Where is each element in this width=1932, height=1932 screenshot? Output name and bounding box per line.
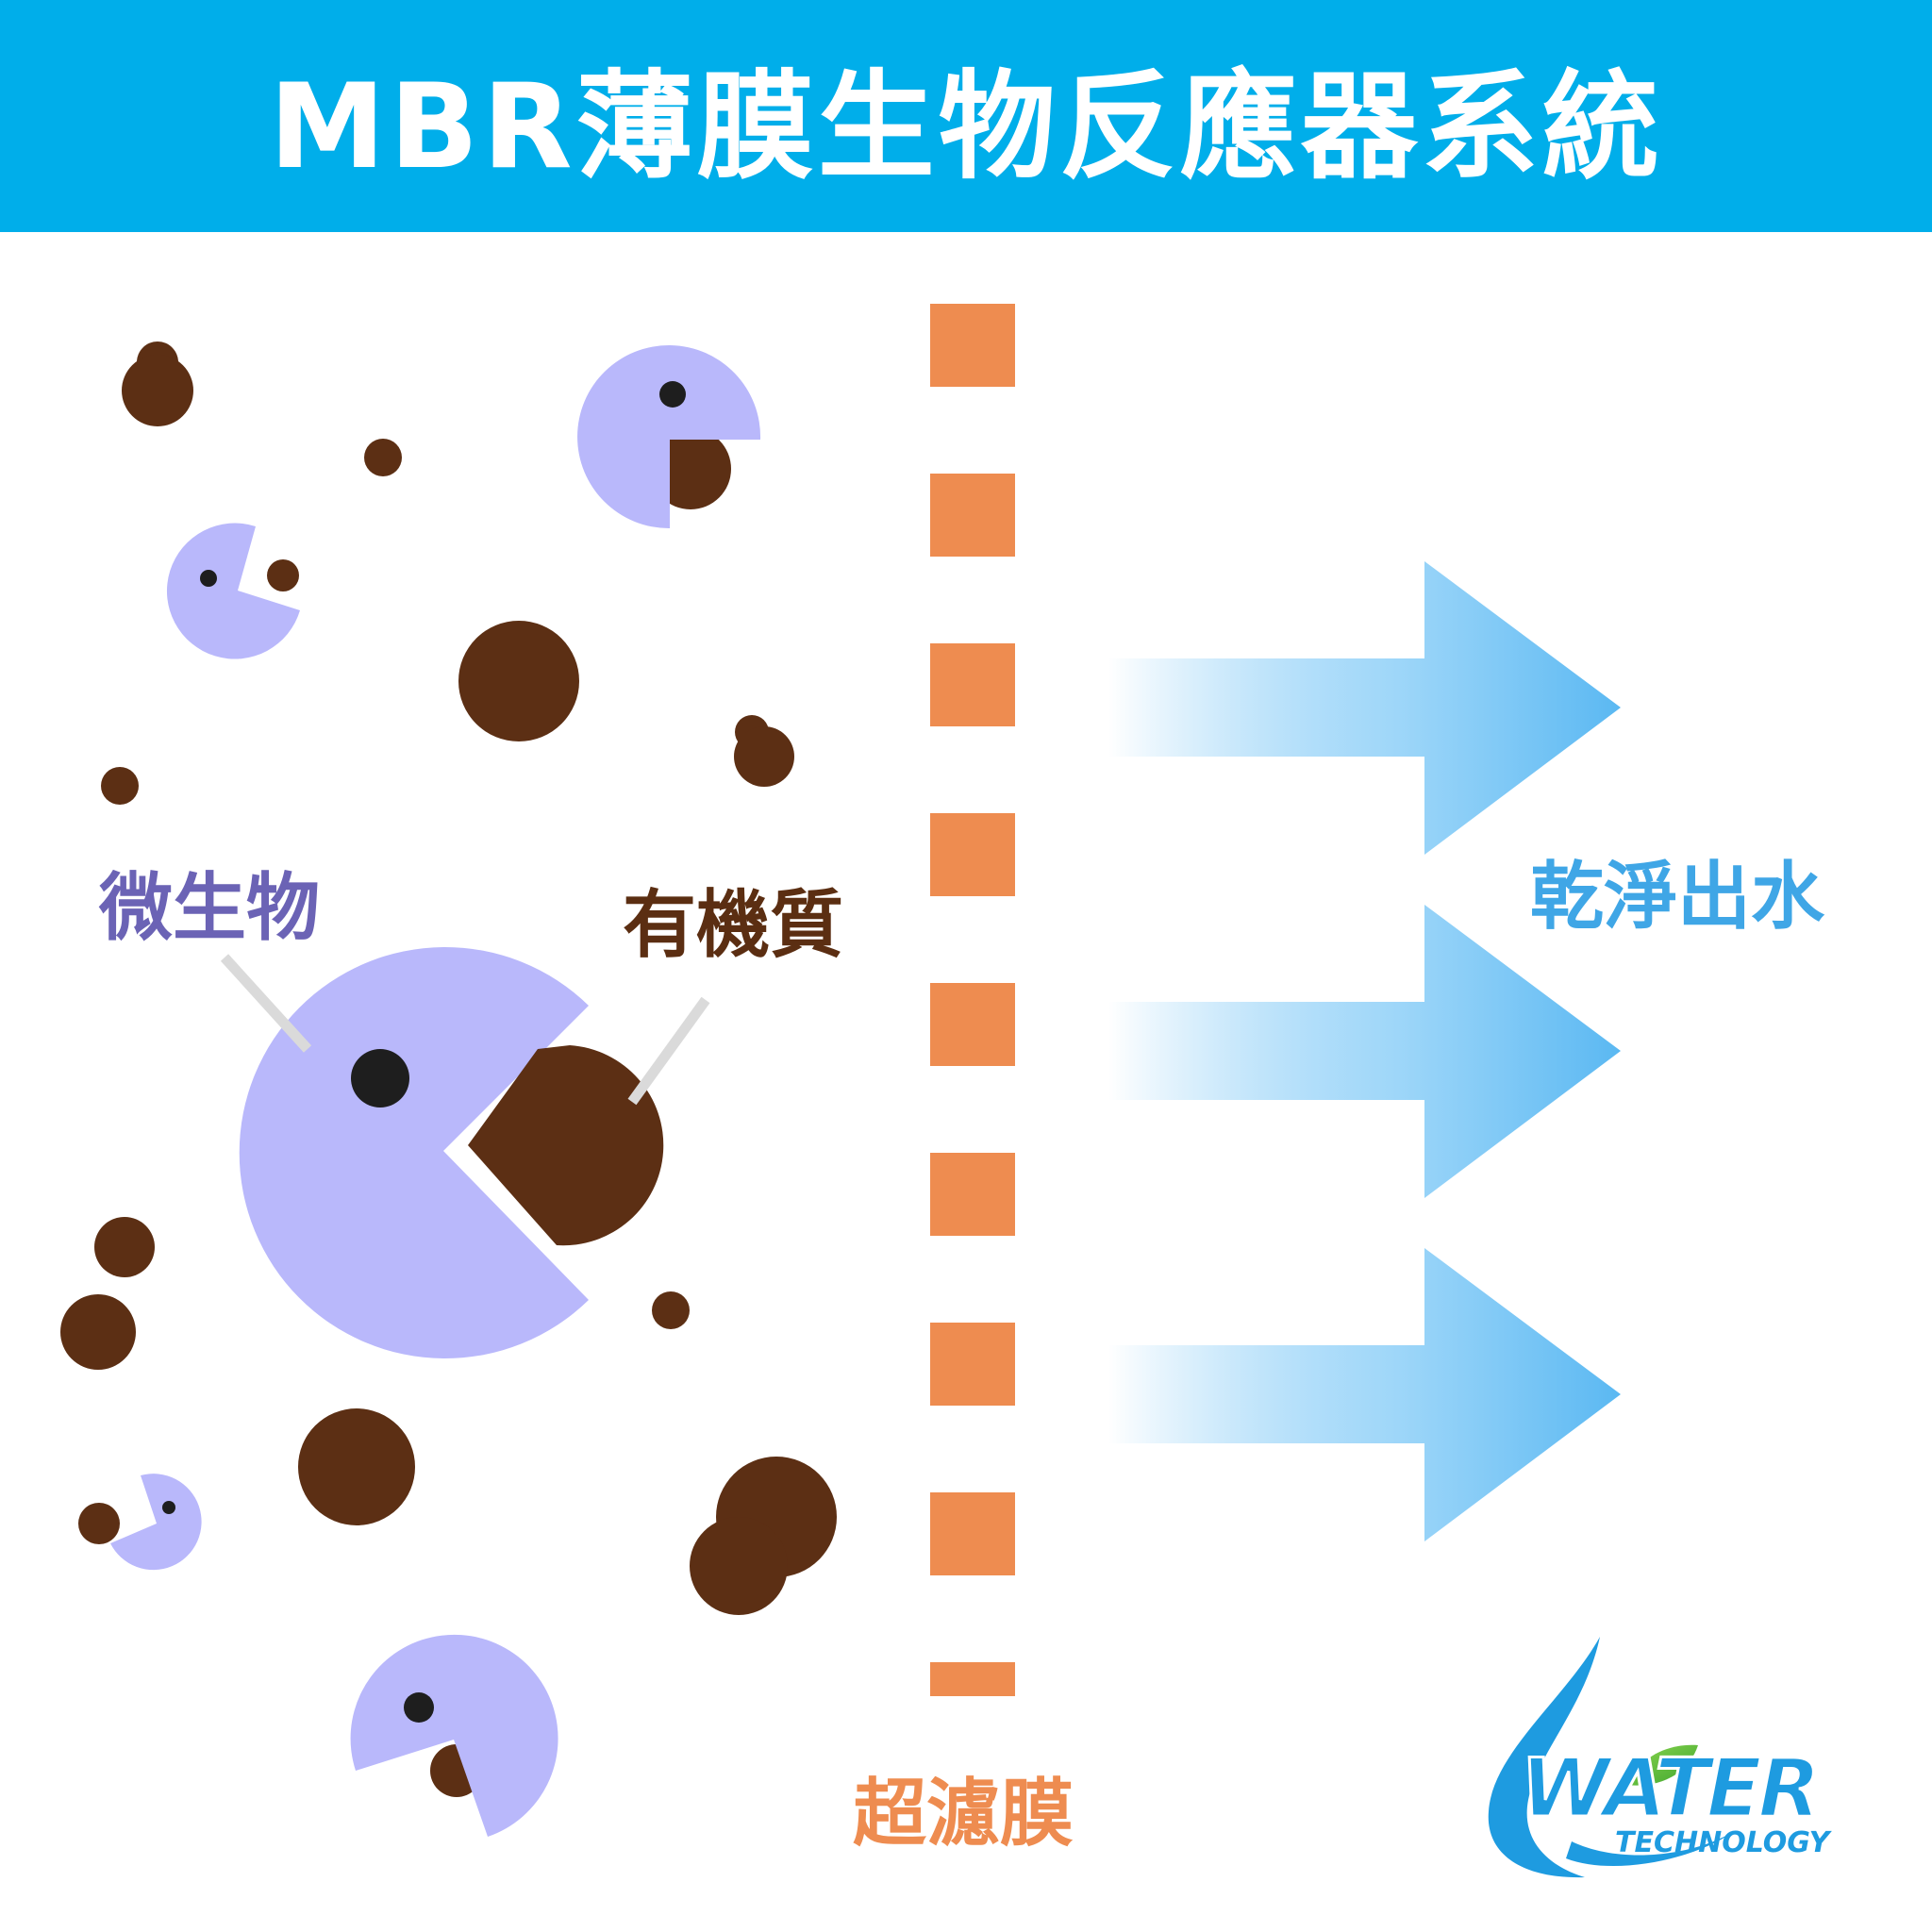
- membrane-segment: [930, 1153, 1015, 1236]
- arrow-icon: [1108, 561, 1621, 855]
- organic-particle: [122, 355, 193, 426]
- organic-pointer-line: [627, 996, 710, 1106]
- membrane-segment: [930, 304, 1015, 387]
- pacman-microbe-icon: [350, 1634, 558, 1837]
- microbe-eye: [200, 570, 217, 587]
- membrane-segment: [930, 1492, 1015, 1575]
- leaf-icon: [1626, 1744, 1698, 1786]
- organic-particle: [60, 1294, 136, 1370]
- organic-particle: [298, 1408, 415, 1525]
- arrow-icon: [1108, 905, 1621, 1198]
- organic-particle: [94, 1217, 155, 1277]
- organic-particle: [101, 767, 139, 805]
- pacman-microbe-icon: [110, 1474, 202, 1571]
- organic-particle: [734, 726, 794, 787]
- water-drop-leaf-logo-icon: [1566, 1830, 1736, 1867]
- microbe-eye: [404, 1692, 434, 1723]
- microbe-eye: [351, 1049, 409, 1108]
- membrane-segment: [930, 643, 1015, 726]
- organic-particle: [652, 1291, 690, 1329]
- pacman-microbe-icon: [577, 345, 761, 529]
- label-ultrafiltration-membrane: 超濾膜: [853, 1772, 1074, 1857]
- clean-water-arrows: [1108, 561, 1621, 1541]
- water-drop-leaf-logo-icon: [1488, 1637, 1600, 1878]
- membrane-segment: [930, 1323, 1015, 1406]
- organic-particle: [650, 428, 731, 509]
- organic-particles: [60, 341, 837, 1615]
- label-organic-matter: 有機質: [623, 883, 844, 968]
- organic-particle: [267, 559, 299, 591]
- organic-particle: [468, 1045, 664, 1246]
- pacman-microbe-icon: [239, 946, 589, 1358]
- small-microbes: [110, 345, 761, 1837]
- microbe-pointer-line: [220, 954, 312, 1053]
- label-microbe: 微生物: [99, 866, 321, 951]
- membrane-segment: [930, 474, 1015, 557]
- label-clean-water: 乾淨出水: [1530, 855, 1825, 940]
- organic-particle: [458, 621, 579, 741]
- header-banner: MBR薄膜生物反應器系統: [0, 0, 1932, 232]
- membrane-segment: [930, 1662, 1015, 1696]
- microbe-eye: [659, 381, 686, 408]
- pacman-microbe-icon: [166, 523, 300, 659]
- organic-particle: [78, 1503, 120, 1544]
- microbe-eye: [162, 1501, 175, 1514]
- main-microbe: [220, 946, 710, 1358]
- arrow-icon: [1108, 1248, 1621, 1541]
- water-technology-logo: WATER TECHNOLOGY: [1488, 1637, 1833, 1878]
- organic-particle: [364, 439, 402, 476]
- logo-subword: TECHNOLOGY: [1615, 1826, 1833, 1859]
- logo-word: WATER: [1521, 1741, 1817, 1836]
- membrane-segment: [930, 813, 1015, 896]
- membrane: [930, 304, 1015, 1696]
- organic-particle: [690, 1517, 788, 1615]
- page-title: MBR薄膜生物反應器系統: [269, 59, 1663, 195]
- membrane-segment: [930, 983, 1015, 1066]
